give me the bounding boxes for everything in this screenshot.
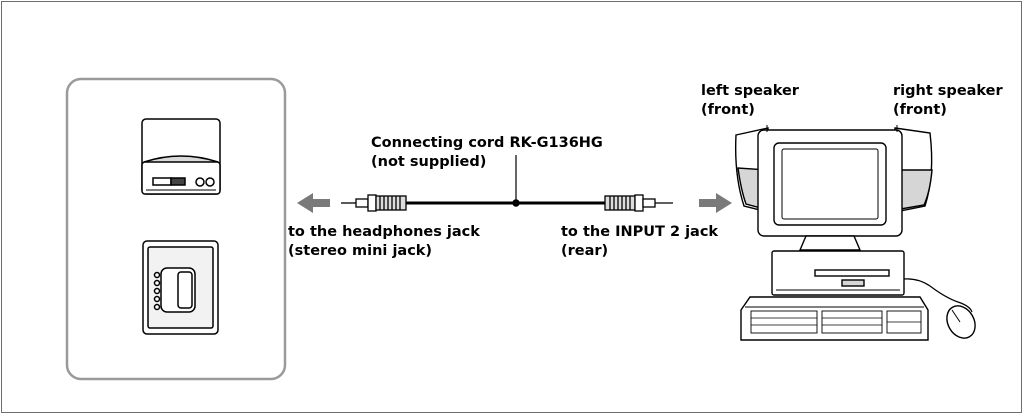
right-speaker-label-line1: right speaker — [893, 83, 1003, 99]
cassette-player-icon — [142, 240, 219, 335]
right-speaker-label: right speaker (front) — [893, 82, 1003, 120]
arrow-right-icon — [699, 193, 732, 213]
connecting-cord — [405, 155, 605, 207]
right-speaker-label-line2: (front) — [893, 102, 947, 118]
arrow-left-icon — [297, 193, 330, 213]
headphones-jack-label-line1: to the headphones jack — [288, 224, 480, 240]
left-speaker-label-line1: left speaker — [701, 83, 799, 99]
input-jack-label-line1: to the INPUT 2 jack — [561, 224, 719, 240]
cd-player-icon — [141, 118, 221, 195]
input-jack-label: to the INPUT 2 jack (rear) — [561, 223, 718, 261]
connecting-cord-label-line2: (not supplied) — [371, 154, 487, 170]
computer-with-speakers-icon — [735, 127, 933, 341]
connecting-cord-label-line1: Connecting cord RK-G136HG — [371, 135, 603, 151]
headphones-jack-label-line2: (stereo mini jack) — [288, 243, 433, 259]
left-speaker-label-line2: (front) — [701, 102, 755, 118]
headphones-jack-label: to the headphones jack (stereo mini jack… — [288, 223, 480, 261]
plug-icon — [341, 194, 407, 212]
plug-icon — [604, 194, 673, 212]
left-speaker-label: left speaker (front) — [701, 82, 799, 120]
mouse-icon — [903, 278, 976, 339]
connecting-cord-label: Connecting cord RK-G136HG (not supplied) — [371, 134, 603, 172]
input-jack-label-line2: (rear) — [561, 243, 609, 259]
source-devices-panel — [65, 77, 287, 381]
